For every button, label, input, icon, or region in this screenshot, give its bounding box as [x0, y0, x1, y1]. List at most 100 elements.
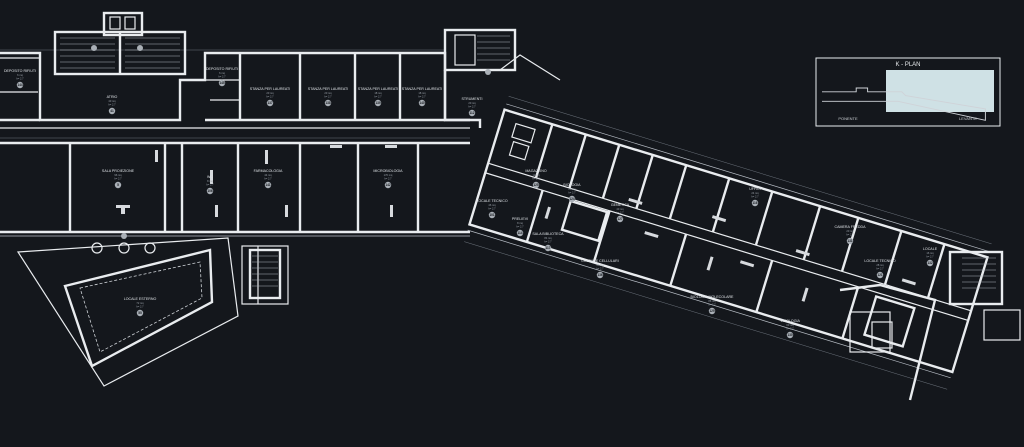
- room-area: 20 mq: [468, 101, 476, 105]
- room-name: VIROLOGIA: [780, 319, 800, 323]
- room-number: 106: [207, 189, 213, 193]
- room-name: LOCALE ESTERNO: [124, 297, 157, 301]
- room-height: h= 2.7: [532, 177, 540, 181]
- room-number-badge: [846, 237, 854, 245]
- room-number: 131: [847, 239, 853, 243]
- room-number-badge: [532, 181, 540, 189]
- room-name: FARMACOLOGIA: [254, 169, 283, 173]
- room-area: 6 mq: [17, 73, 23, 77]
- room-number: 125: [533, 183, 539, 187]
- room-name: PRELIEVI: [512, 217, 528, 221]
- room-height: h= 2.7: [596, 267, 604, 271]
- room-area: 170 mq: [384, 173, 393, 177]
- room-number: 117: [545, 246, 550, 250]
- room-area: 40 mq: [108, 99, 116, 103]
- room-name: SALA PROIEZIONE: [102, 169, 135, 173]
- room-number: 112: [469, 111, 474, 115]
- room-number: 140: [419, 101, 425, 105]
- room-height: h= 2.7: [616, 211, 624, 215]
- room-height: h= 2.7: [218, 75, 226, 79]
- central-core: [443, 28, 561, 122]
- room-number: 136: [597, 273, 603, 277]
- room-number: 127: [617, 217, 623, 221]
- kplan-mini-footprint: [822, 87, 986, 121]
- room-name: LOCALE: [923, 247, 938, 251]
- room-area: 44 mq: [264, 173, 272, 177]
- room-number-badge: [468, 109, 476, 117]
- room-number-badge: [324, 99, 332, 107]
- room-number: 121: [877, 273, 883, 277]
- kplan: K - PLAN PONENTE LEVANTE: [815, 57, 1001, 127]
- room-number-badge: [384, 181, 392, 189]
- room-number-badge: [266, 99, 274, 107]
- room-number-badge: [206, 187, 214, 195]
- room-area: 60 mq: [786, 323, 794, 327]
- room-height: h= 2.7: [468, 105, 476, 109]
- room-name: STANZA PER LAUREATI: [250, 87, 290, 91]
- room-area: 16 mq: [926, 251, 934, 255]
- room-number: 41: [110, 109, 114, 113]
- room-area: 96 mq: [114, 173, 122, 177]
- room-height: h= 2.7: [568, 191, 576, 195]
- room-height: h= 2.7: [16, 77, 24, 81]
- room-name: STANZA PER LAUREATI: [308, 87, 348, 91]
- room-number-badge: [786, 331, 794, 339]
- room-height: h= 2.7: [926, 255, 934, 259]
- room-name: WC: [207, 175, 213, 179]
- room-height: h= 2.7: [114, 177, 122, 181]
- room-number-badge: [108, 107, 116, 115]
- room-name: DEPOSITO RIFIUTI: [206, 67, 238, 71]
- room-number: 145: [219, 81, 225, 85]
- room-area: 6 mq: [219, 71, 225, 75]
- room-area: 46 mq: [488, 203, 496, 207]
- room-name: ATRIO: [107, 95, 118, 99]
- room-name: UFFICI: [749, 187, 761, 191]
- room-number-badge: [544, 244, 552, 252]
- room-height: h= 2.7: [136, 305, 144, 309]
- room-height: h= 2.7: [488, 207, 496, 211]
- room-number: 114: [517, 231, 522, 235]
- room-number-badge: [568, 195, 576, 203]
- room-area: 18 mq: [418, 91, 426, 95]
- room-height: h= 2.7: [384, 177, 392, 181]
- kplan-left: PONENTE: [838, 116, 858, 121]
- room-area: 18 mq: [374, 91, 382, 95]
- room-number: 132: [927, 261, 933, 265]
- room-number: 139: [375, 101, 381, 105]
- room-number: 116: [752, 201, 757, 205]
- room-number-badge: [418, 99, 426, 107]
- room-height: h= 2.7: [516, 225, 524, 229]
- room-name: BIOLOGIA: [563, 183, 581, 187]
- room-area: 20 mq: [568, 187, 576, 191]
- room-name: BIOLOGIA MOLECOLARE: [691, 295, 735, 299]
- left-wing: [0, 11, 482, 254]
- room-name: SALA BIBLIOTECA: [532, 232, 564, 236]
- room-area: 72 mq: [136, 301, 144, 305]
- room-height: h= 2.7: [876, 267, 884, 271]
- room-height: h= 2.7: [264, 177, 272, 181]
- room-number: 124: [569, 197, 575, 201]
- right-wing: [464, 96, 992, 390]
- room-number-badge: [136, 309, 144, 317]
- room-height: h= 2.7: [846, 233, 854, 237]
- room-area: 20 mq: [266, 91, 274, 95]
- room-number: 129: [709, 309, 715, 313]
- room-name: STANZA PER LAUREATI: [358, 87, 398, 91]
